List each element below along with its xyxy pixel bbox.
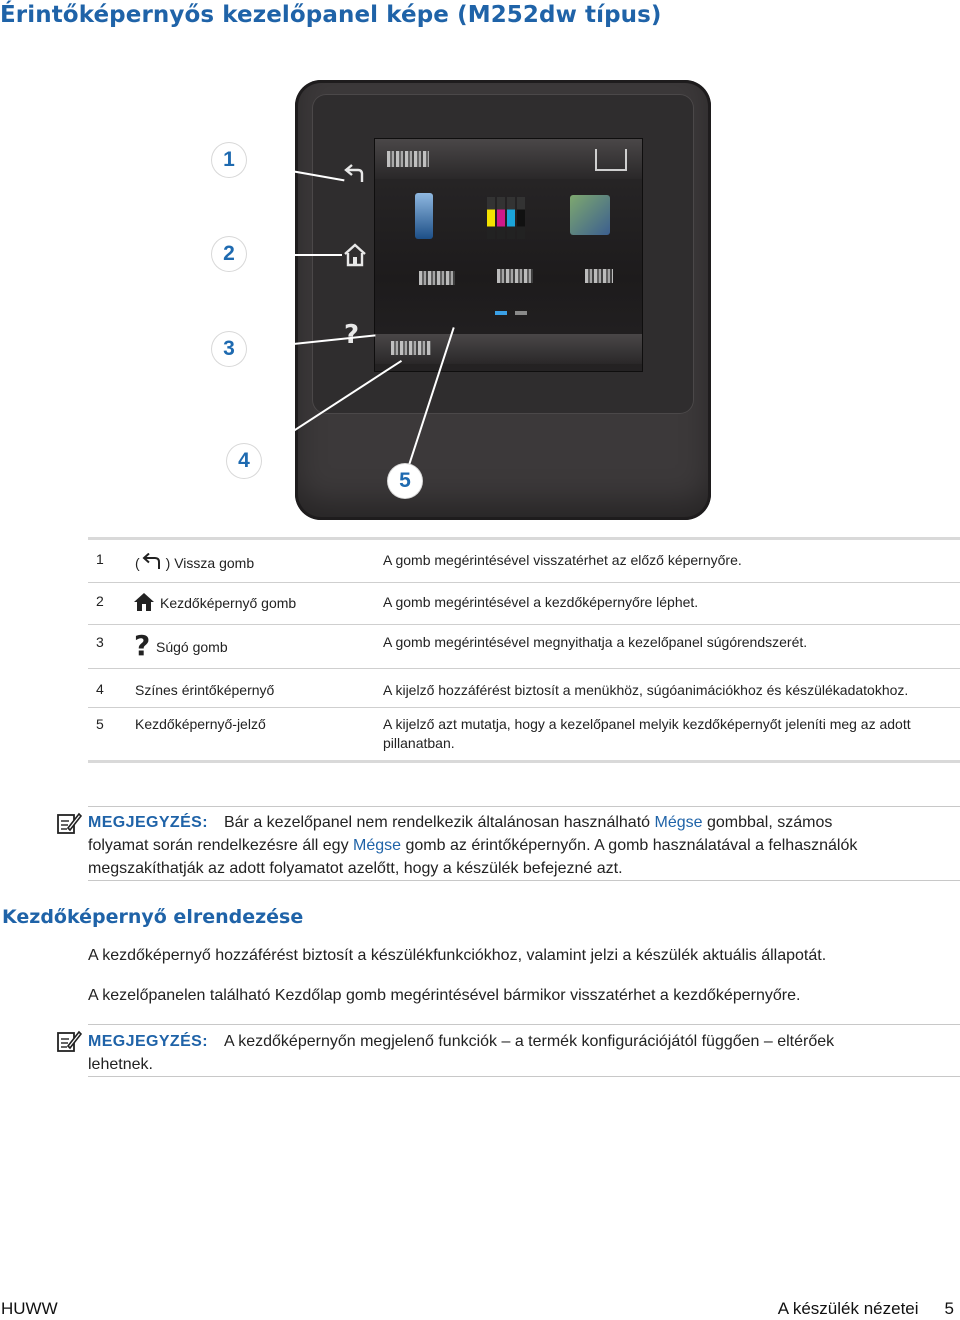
help-question-icon: ? [134,629,151,662]
home-icon[interactable] [342,242,368,272]
table-row-divider [88,707,960,708]
page-title: Érintőképernyős kezelőpanel képe (M252dw… [0,2,662,28]
table-row-label: ( ) Vissza gomb [135,552,255,573]
paragraph: A kezdőképernyő hozzáférést biztosít a k… [88,947,827,964]
note-text-part: gomb az érintőképernyőn. A gomb használa… [401,837,858,854]
note-text: MEGJEGYZÉS: A kezdőképernyőn megjelenő fu… [88,1030,960,1076]
note-text: MEGJEGYZÉS: Bár a kezelőpanel nem rendelk… [88,811,960,880]
table-row-label: Kezdőképernyő-jelző [135,716,266,732]
page-number: 5 [944,1299,954,1318]
table-row-desc: A gomb megérintésével megnyithatja a kez… [383,634,808,650]
callout-2: 2 [212,237,246,271]
note-text-part: Bár a kezelőpanel nem rendelkezik általá… [223,814,655,831]
footer-section-title: A készülék nézetei [777,1299,919,1318]
table-bottom-rule [88,760,960,763]
cancel-link-text: Mégse [353,837,402,854]
row-number: 4 [96,681,104,697]
note-label: MEGJEGYZÉS: [88,1033,208,1050]
usb-icon [415,193,433,239]
table-row-label: Kezdőképernyő gomb [160,595,297,611]
screen-label-3 [585,269,613,283]
screen-status-text [387,151,429,167]
row-number: 1 [96,551,104,567]
cancel-link-text: Mégse [654,814,703,831]
note-pencil-icon [56,1028,83,1054]
table-row-divider [88,668,960,669]
table-row-desc: A gomb megérintésével visszatérhet az el… [383,552,742,568]
note-bottom-rule [88,1076,960,1077]
leader-line-2 [246,254,342,256]
note-text-part: gombbal, számos [702,814,833,831]
table-row-desc-line1: A kijelző azt mutatja, hogy a kezelőpane… [383,716,911,732]
screen-bottom-text [391,341,431,355]
row-number: 3 [96,634,104,650]
table-top-rule [88,537,960,540]
table-row-desc-line2: pillanatban. [383,735,455,751]
callout-3: 3 [212,332,246,366]
home-icon [133,591,155,613]
row-label-suffix: ) Vissza gomb [165,555,255,571]
callout-5: 5 [388,464,422,498]
note-bottom-rule [88,880,960,881]
note-text-line: megszakíthatják az adott folyamatot azel… [88,860,623,877]
table-row-label: Súgó gomb [156,639,228,655]
screen-label-2 [497,269,533,283]
touchscreen-display [374,138,643,372]
note-label: MEGJEGYZÉS: [88,814,208,831]
note-top-rule [88,806,960,807]
back-arrow-icon[interactable] [342,164,368,192]
apps-icon [570,195,610,235]
page-indicator-inactive [515,311,527,315]
network-icon [595,149,627,171]
table-row-desc: A kijelző hozzáférést biztosít a menükhö… [383,682,909,698]
row-label-prefix: ( [135,555,140,571]
note-top-rule [88,1024,960,1025]
table-row-divider [88,582,960,583]
page-indicator-active [495,311,507,315]
note-pencil-icon [56,810,83,836]
screen-label-1 [419,271,455,285]
help-question-icon[interactable]: ? [344,320,360,350]
note-text-part: folyamat során rendelkezésre áll egy [88,837,354,854]
row-number: 2 [96,593,104,609]
paragraph: A kezelőpanelen található Kezdőlap gomb … [88,987,801,1004]
back-arrow-icon [140,552,166,573]
footer-right: A készülék nézetei 5 [778,1299,954,1319]
section-heading: Kezdőképernyő elrendezése [2,906,304,928]
callout-4: 4 [227,444,261,478]
note-text-part: A kezdőképernyőn megjelenő funkciók – a … [223,1033,835,1050]
note-text-line: lehetnek. [88,1056,153,1073]
footer-left: HUWW [1,1299,58,1318]
table-row-divider [88,624,960,625]
table-row-label: Színes érintőképernyő [135,682,275,698]
toner-icon [487,197,527,239]
row-number: 5 [96,716,104,732]
table-row-desc: A gomb megérintésével a kezdőképernyőre … [383,594,699,610]
callout-1: 1 [212,143,246,177]
